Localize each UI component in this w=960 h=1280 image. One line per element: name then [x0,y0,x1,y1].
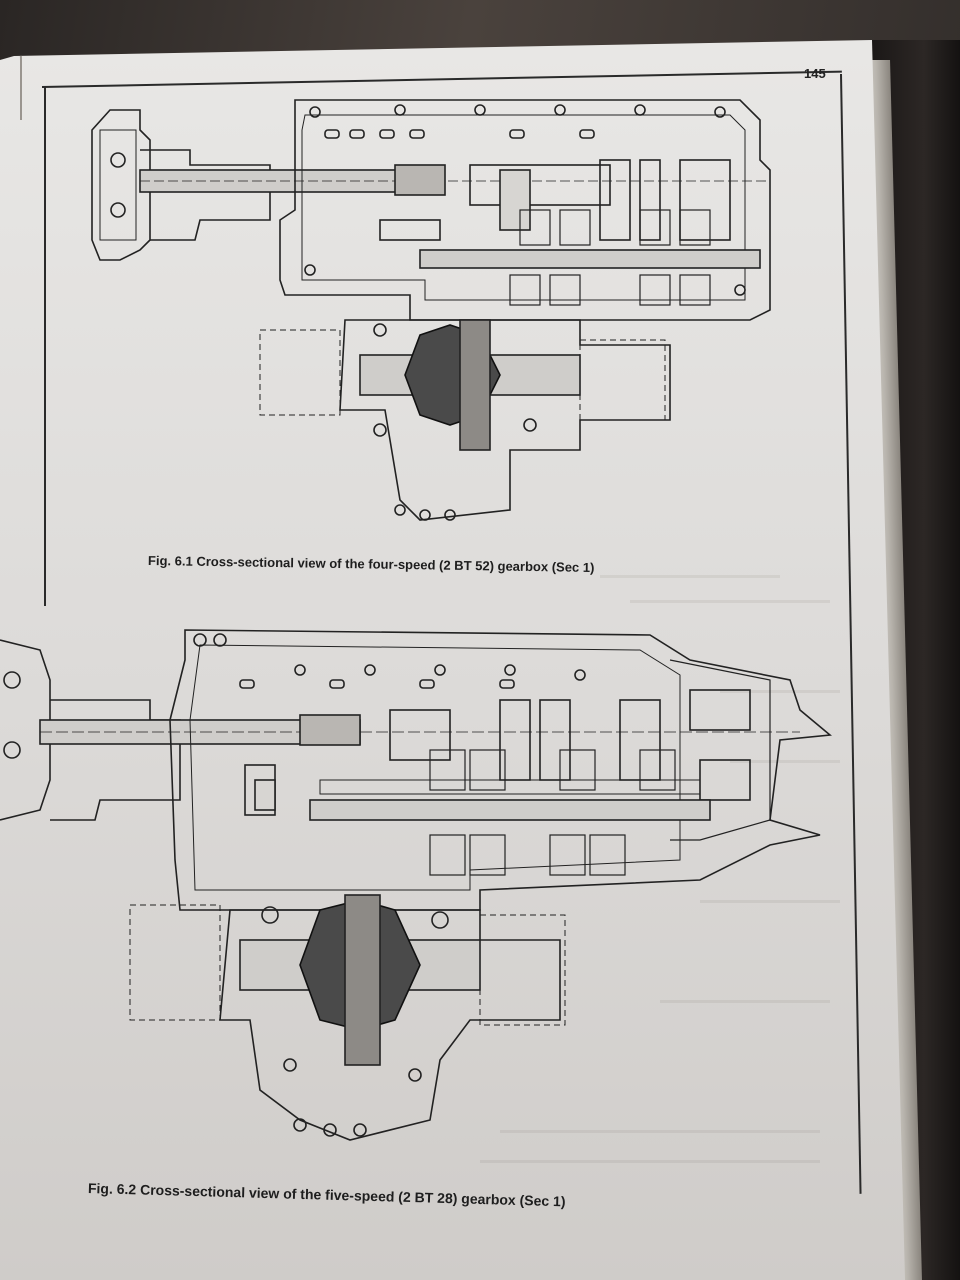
bleed-through-text [720,690,840,693]
page-frame-left [44,86,46,606]
facing-page-edge [0,40,22,120]
bleed-through-text [700,900,840,903]
bleed-through-text [600,575,780,578]
bleed-through-text [480,1160,820,1163]
gearbox-diagram-four-speed [91,99,771,521]
bleed-through-text [630,600,830,603]
bleed-through-text [500,1130,820,1133]
figure-caption-6-2: Fig. 6.2 Cross-sectional view of the fiv… [87,1180,566,1210]
bleed-through-text [730,760,840,763]
bleed-through-text [660,1000,830,1003]
page-frame-top [41,70,842,88]
gearbox-diagram-five-speed [0,629,832,1141]
figure-caption-6-1: Fig. 6.1 Cross-sectional view of the fou… [147,553,595,576]
page-number: 145 [804,66,826,81]
